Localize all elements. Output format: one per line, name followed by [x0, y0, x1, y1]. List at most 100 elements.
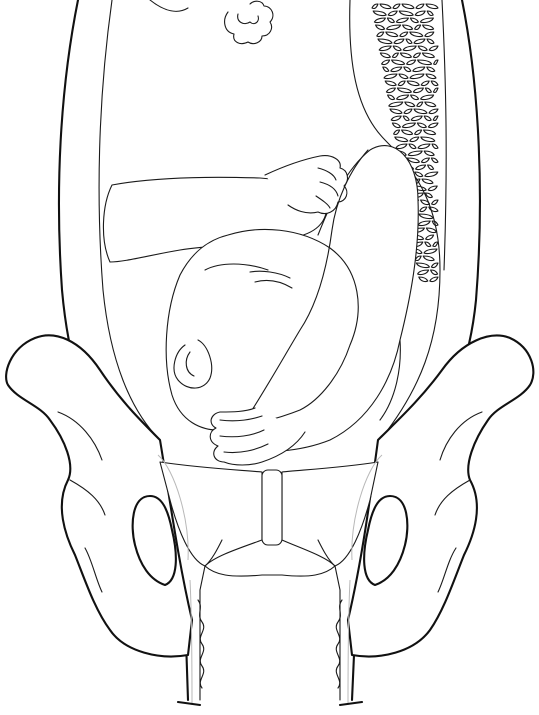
placenta-villus: [431, 81, 438, 86]
placenta-villus: [421, 81, 429, 86]
placenta-villus: [414, 39, 425, 44]
placenta-villus: [431, 158, 438, 163]
placenta-villus: [410, 32, 423, 37]
placenta-villus: [393, 4, 400, 9]
placenta-villus: [402, 130, 413, 135]
placenta-villus: [424, 130, 436, 135]
placenta-villus: [399, 11, 413, 16]
placenta-villus: [387, 25, 401, 30]
placenta-villus: [398, 81, 405, 86]
placenta-villus: [374, 18, 385, 23]
placenta-villus: [422, 179, 433, 184]
placenta-villus: [406, 39, 412, 44]
placenta-villus: [426, 4, 438, 9]
placenta-villus: [417, 123, 426, 128]
placenta-villus: [394, 39, 404, 44]
placenta-villus: [418, 221, 430, 226]
placenta-villus: [397, 88, 411, 93]
placenta-villus: [392, 60, 405, 65]
placenta-villus: [404, 67, 411, 72]
placenta-villus: [402, 4, 414, 9]
placenta-villus: [424, 151, 434, 156]
placenta-villus: [411, 116, 422, 121]
placenta-villus: [427, 39, 434, 44]
placenta-villus: [428, 165, 434, 170]
placenta-villus: [425, 242, 431, 247]
placenta-villus: [411, 95, 419, 100]
placenta-villus: [394, 130, 400, 135]
vaginal-wall-left: [198, 600, 204, 688]
placenta-villus: [427, 11, 433, 16]
placenta-villus: [418, 60, 432, 65]
placenta-villus: [433, 242, 438, 247]
placenta-villus: [388, 11, 397, 16]
placenta-villus: [420, 207, 427, 212]
placenta-villus: [416, 263, 429, 268]
pelvis-left: [6, 335, 192, 656]
placenta-villus: [421, 95, 434, 100]
placenta-wall: [442, 0, 446, 270]
placenta-villus: [421, 137, 435, 142]
placenta-villus: [410, 137, 419, 142]
placenta-villus: [413, 67, 425, 72]
placenta-villus: [407, 60, 416, 65]
placenta-villus: [413, 88, 423, 93]
placenta-villus: [410, 18, 418, 23]
placenta-villus: [417, 102, 423, 107]
placenta-villus: [383, 67, 389, 72]
placenta-villus: [415, 25, 421, 30]
placenta-villus: [409, 144, 416, 149]
placenta-villus: [403, 25, 413, 30]
placenta-villus: [426, 228, 436, 233]
pubic-symphysis: [158, 455, 382, 566]
placenta-villus: [404, 109, 412, 114]
fetus: [103, 146, 418, 465]
placenta-villus: [425, 172, 438, 177]
placenta-villus: [429, 46, 438, 51]
placenta-villus: [400, 53, 411, 58]
placenta-villus: [386, 88, 395, 93]
placenta-villus: [416, 165, 426, 170]
placenta-villus: [418, 46, 427, 51]
placenta-villus: [380, 4, 391, 9]
placenta-villus: [419, 277, 428, 282]
placenta-villus: [423, 25, 434, 30]
placenta-villus: [430, 277, 438, 282]
placenta-villus: [425, 32, 434, 37]
placenta-villus: [410, 74, 424, 79]
placenta-villus: [403, 46, 416, 51]
placenta-villus: [433, 116, 438, 121]
placenta-villus: [390, 109, 402, 114]
placenta-villus: [408, 151, 422, 156]
vaginal-wall-right: [336, 600, 342, 688]
placenta-villus: [405, 102, 415, 107]
placenta-villus: [403, 116, 409, 121]
placenta-villus: [425, 102, 436, 107]
placenta-villus: [377, 32, 384, 37]
placenta-villus: [400, 32, 408, 37]
placenta-villus: [424, 249, 437, 254]
placenta-villus: [396, 144, 407, 149]
placenta-villus: [384, 74, 397, 79]
placenta-villus: [415, 11, 425, 16]
ilium-left: [6, 335, 192, 656]
placenta-villus: [389, 102, 403, 107]
placenta-villus: [392, 123, 400, 128]
placenta-villus: [372, 4, 378, 9]
placenta-villus: [428, 123, 438, 128]
placenta-villus: [421, 158, 429, 163]
placenta-villus: [431, 263, 438, 268]
placenta-villus: [395, 137, 408, 142]
placenta-villus: [397, 95, 409, 100]
placenta-villus: [415, 172, 423, 177]
symphysis-disc: [262, 470, 282, 545]
placenta-villus: [433, 88, 438, 93]
placenta-villus: [431, 270, 438, 275]
placenta-villus: [382, 60, 390, 65]
placenta-villus: [418, 270, 429, 275]
placenta-villus: [428, 186, 437, 191]
placenta-villus: [396, 18, 408, 23]
placenta-villus: [419, 214, 433, 219]
